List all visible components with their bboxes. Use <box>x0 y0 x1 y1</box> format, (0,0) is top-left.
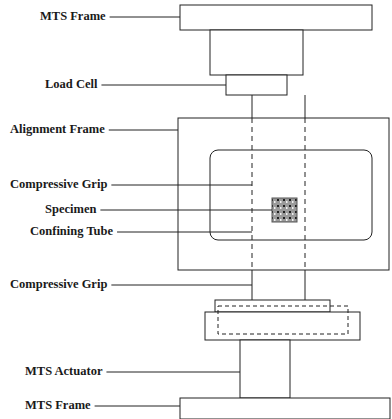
leader-line <box>100 210 272 211</box>
part-label: MTS Actuator <box>25 365 102 379</box>
leader-line <box>110 17 180 18</box>
leader-line <box>106 372 240 373</box>
grip-rod-hidden <box>305 118 306 270</box>
part-label: Compressive Grip <box>10 278 107 292</box>
part-label: Confining Tube <box>30 225 113 239</box>
grip-rod <box>305 270 306 300</box>
part-label: Load Cell <box>45 78 97 92</box>
specimen <box>272 198 297 222</box>
load-cell <box>226 75 287 95</box>
actuator-inner <box>218 306 348 334</box>
leader-line <box>117 232 252 233</box>
grip-rod <box>305 95 306 118</box>
leader-line <box>111 285 252 286</box>
leader-line <box>109 130 178 131</box>
mts-frame-bottom <box>180 398 390 419</box>
leader-line <box>95 406 180 407</box>
part-label: Alignment Frame <box>10 123 105 137</box>
grip-rod-hidden <box>252 118 253 270</box>
alignment-window <box>210 150 372 240</box>
actuator-housing <box>205 312 360 340</box>
part-label: MTS Frame <box>25 399 91 413</box>
leader-line <box>101 85 226 86</box>
part-label: MTS Frame <box>40 10 106 24</box>
grip-rod <box>252 95 253 118</box>
alignment-frame <box>178 118 389 270</box>
crosshead-column <box>210 30 303 75</box>
part-label: Specimen <box>45 203 96 217</box>
actuator-stem <box>240 340 290 398</box>
leader-line <box>111 185 252 186</box>
mts-frame-top <box>180 5 372 30</box>
part-label: Compressive Grip <box>10 178 107 192</box>
